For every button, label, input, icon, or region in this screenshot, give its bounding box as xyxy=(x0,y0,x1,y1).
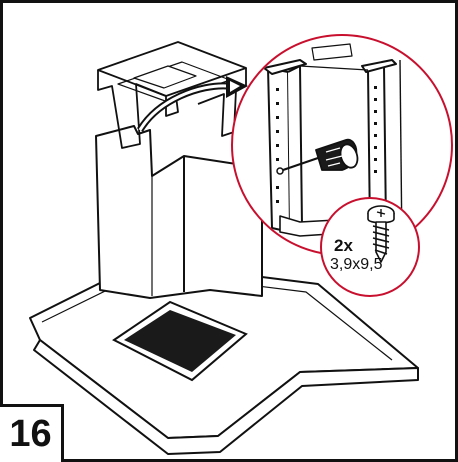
screw-callout xyxy=(320,197,420,297)
mounting-screw xyxy=(276,167,284,175)
chimney-upper-bracket xyxy=(97,41,247,149)
screwdriver-icon xyxy=(282,138,359,172)
arrow-icon xyxy=(137,76,248,132)
step-number: 16 xyxy=(0,404,64,462)
step-number-label: 16 xyxy=(9,413,52,455)
chimney-lower xyxy=(95,125,263,299)
screw-icon xyxy=(367,205,395,263)
screw-quantity: 2x xyxy=(334,236,353,255)
screw-size: 3,9x9,5 xyxy=(330,256,383,273)
grease-filter xyxy=(112,300,248,382)
